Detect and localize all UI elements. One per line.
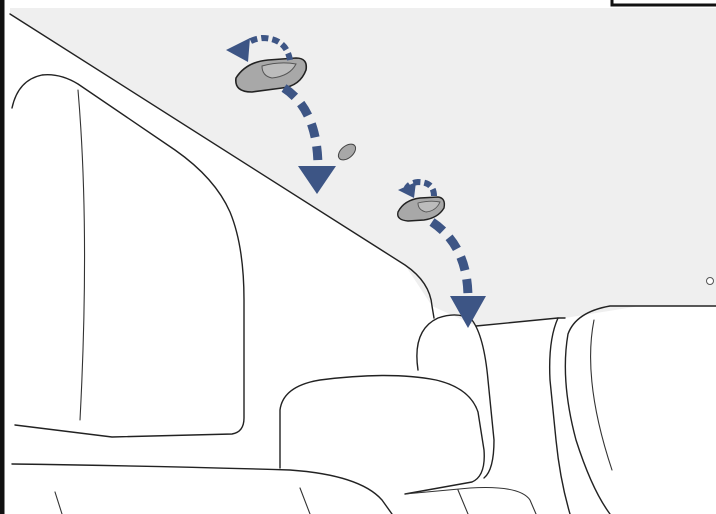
front-headrest bbox=[417, 315, 494, 478]
window-inner-line bbox=[78, 90, 85, 420]
top-right-frame-corner bbox=[612, 0, 716, 5]
front-seat-back bbox=[280, 376, 484, 495]
headliner-area bbox=[10, 8, 716, 326]
seat-stitch-line-1 bbox=[300, 488, 310, 514]
rear-seat-contour bbox=[565, 306, 716, 514]
seat-stitch-line-2 bbox=[405, 488, 536, 514]
rear-pillar bbox=[550, 318, 570, 514]
right-edge-stud bbox=[707, 278, 714, 285]
door-lower-line bbox=[55, 492, 62, 514]
rear-seat-inner-line bbox=[591, 320, 612, 470]
door-panel-line bbox=[12, 464, 392, 514]
seat-stitch-line-3 bbox=[458, 490, 468, 514]
